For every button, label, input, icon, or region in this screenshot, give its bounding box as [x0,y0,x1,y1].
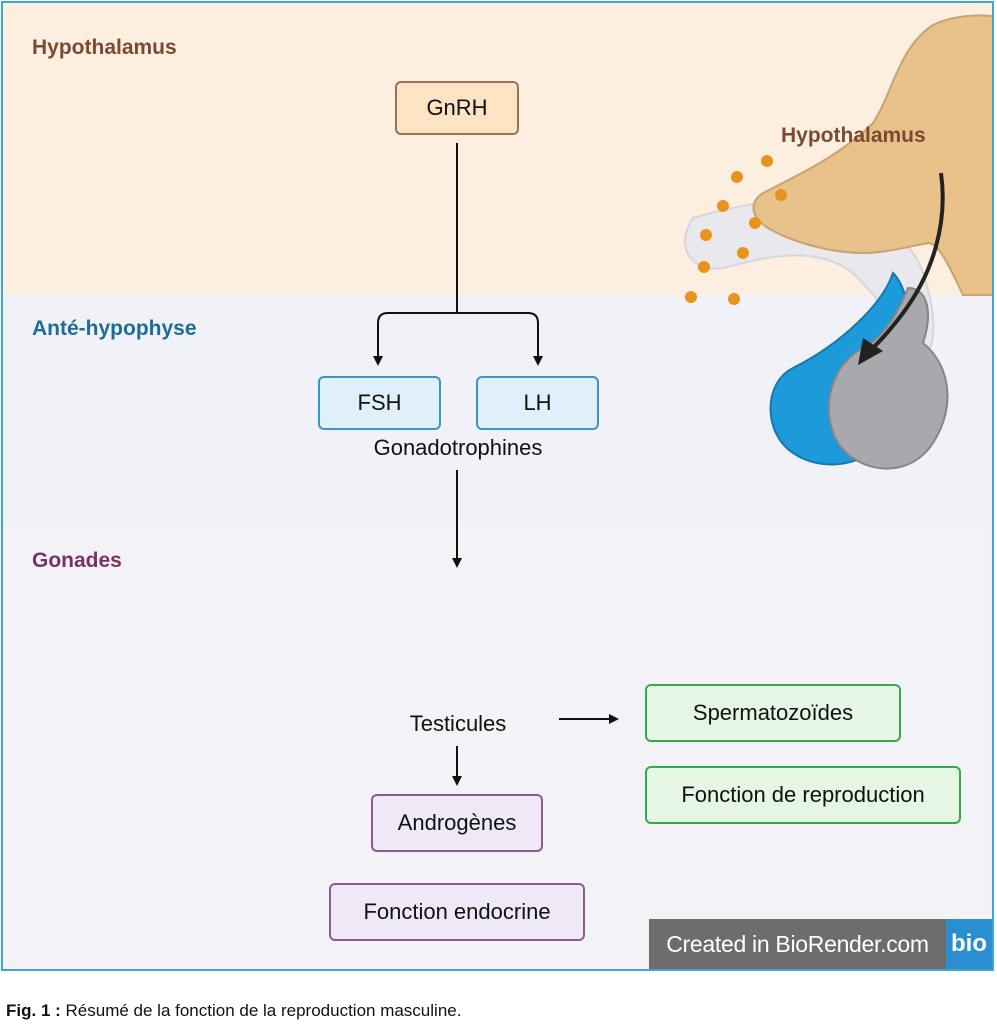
region-label-hypothalamus: Hypothalamus [32,36,177,59]
region-label-gonades: Gonades [32,549,122,572]
lh-box: LH [476,376,599,430]
fonction-endocrine-box: Fonction endocrine [329,883,585,941]
arrow-to-fsh [373,312,457,366]
gnrh-box: GnRH [395,81,519,135]
illustration-label-hypothalamus: Hypothalamus [781,124,926,147]
arrow-to-lh [457,312,543,366]
caption-prefix: Fig. 1 : [6,1001,61,1020]
watermark-text: Created in BioRender.com [666,930,929,957]
region-label-ante-hypophyse: Anté-hypophyse [32,317,197,340]
figure-caption: Fig. 1 : Résumé de la fonction de la rep… [6,1001,461,1021]
caption-text: Résumé de la fonction de la reproduction… [60,1001,462,1020]
flow-arrows [373,143,619,786]
fsh-box: FSH [318,376,441,430]
androgenes-box: Androgènes [371,794,543,852]
biorender-watermark: Created in BioRender.com bio [649,919,992,969]
fonction-reproduction-box: Fonction de reproduction [645,766,961,824]
diagram-frame: Hypothalamus Anté-hypophyse Gonades Hypo… [1,1,994,971]
testicules-label: Testicules [409,711,507,736]
gonadotrophines-label: Gonadotrophines [373,435,543,460]
biorender-logo-icon: bio [946,919,992,969]
hypothalamus-pituitary-illustration [683,14,992,470]
spermatozoides-box: Spermatozoïdes [645,684,901,742]
